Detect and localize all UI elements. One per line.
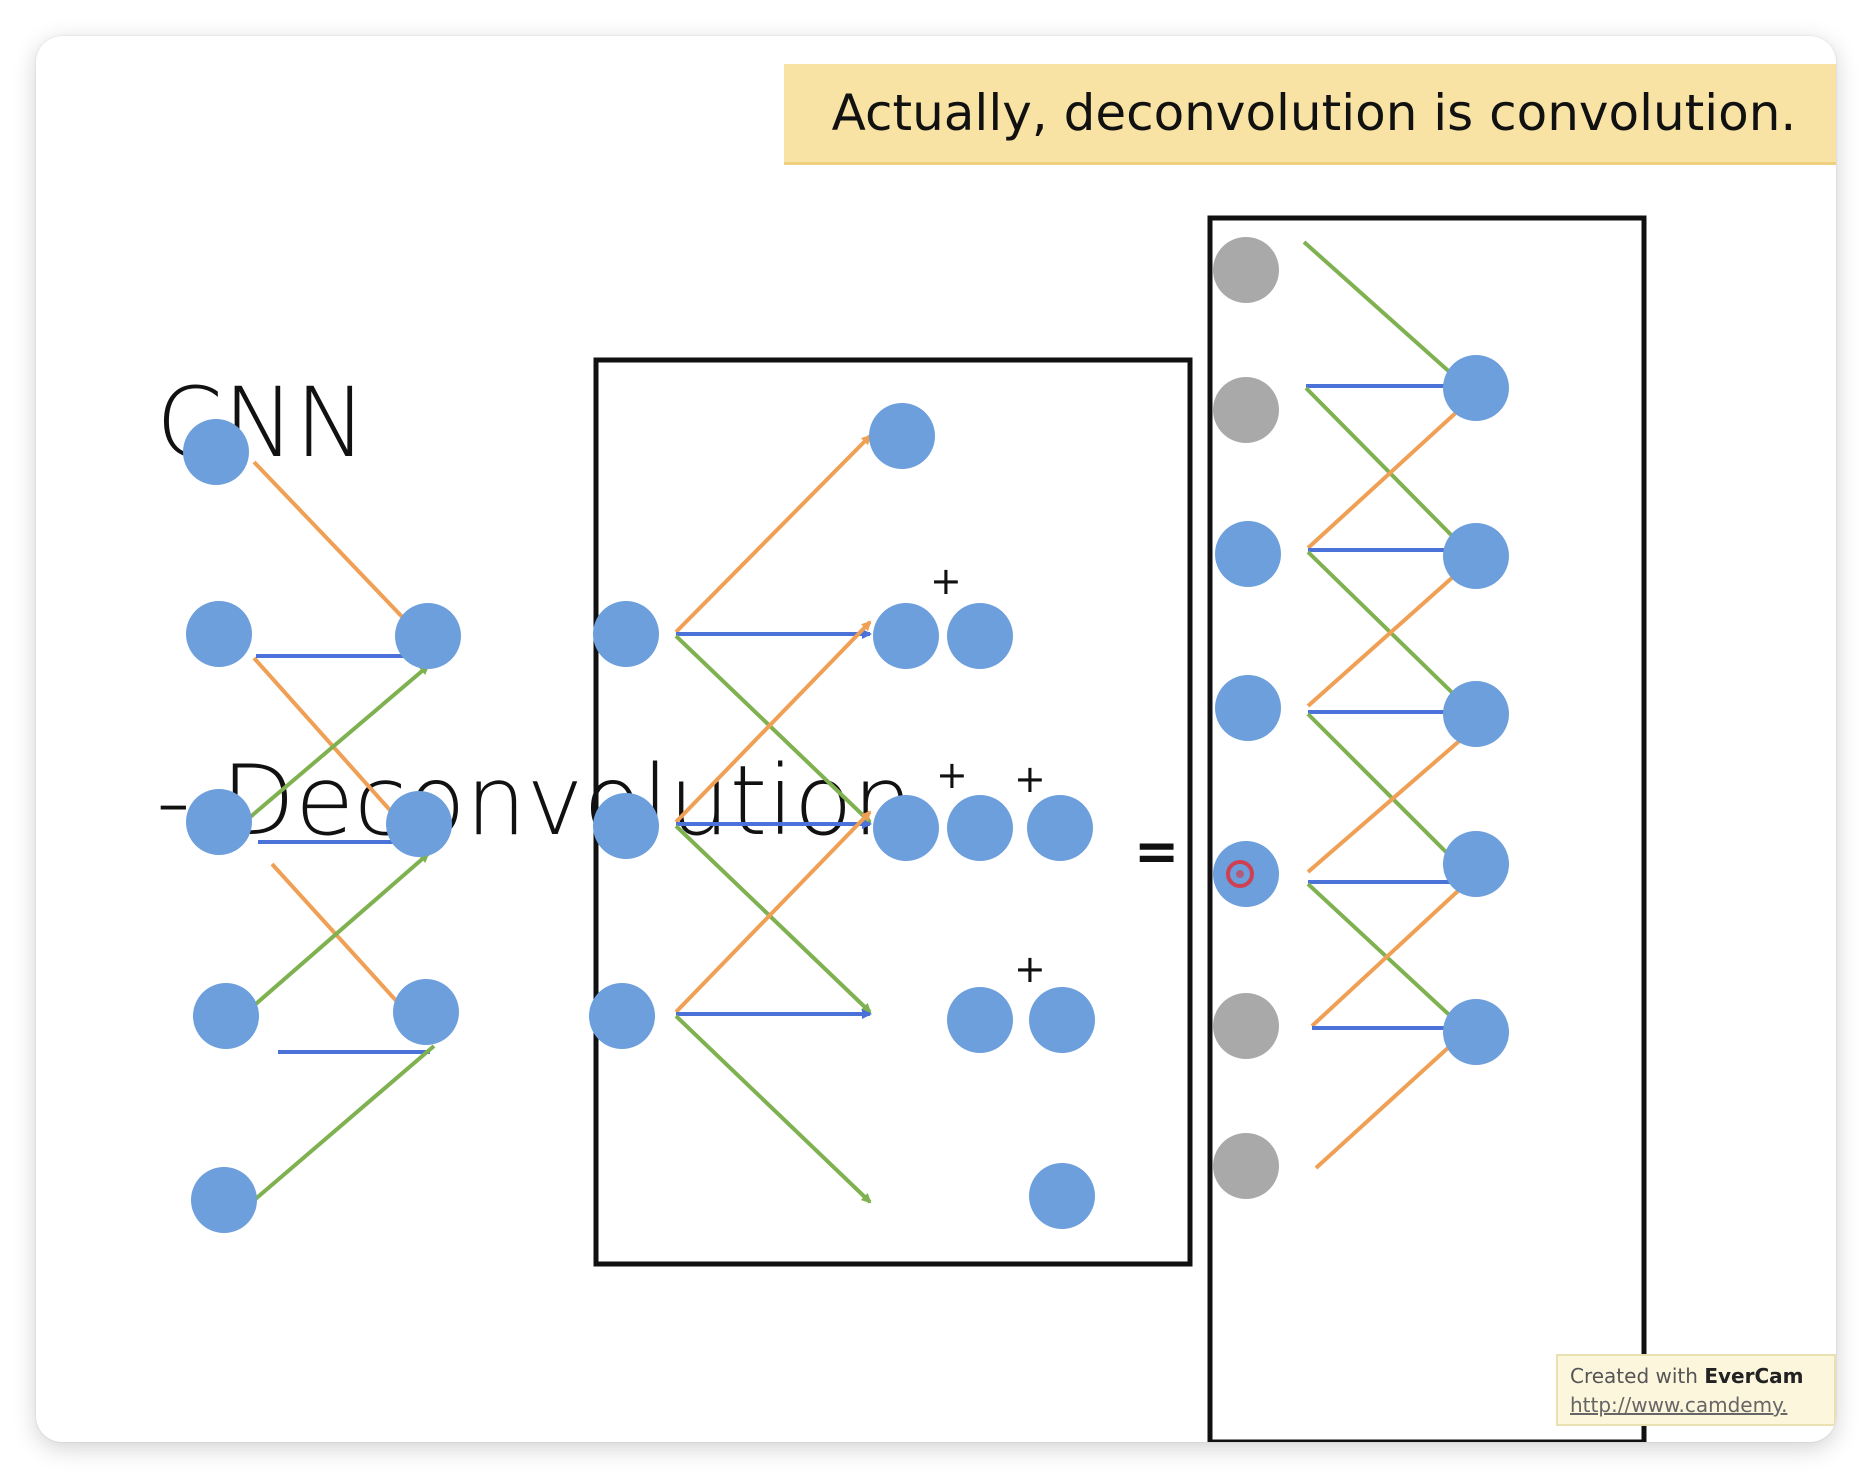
input-node — [593, 793, 659, 859]
green-arrow — [240, 664, 430, 826]
watermark-url[interactable]: http://www.camdemy. — [1570, 1393, 1788, 1417]
green-arrow — [1306, 712, 1474, 880]
input-node — [593, 601, 659, 667]
green-arrow — [674, 824, 872, 1014]
orange-arrow — [1306, 396, 1474, 550]
output-node — [947, 987, 1013, 1053]
output-node — [1443, 999, 1509, 1065]
middle-deconvolution-nodes — [589, 403, 1095, 1229]
slide: CNN - Deconvolution Actually, deconvolut… — [36, 36, 1836, 1442]
orange-arrow — [674, 810, 872, 1014]
input-node — [1215, 675, 1281, 741]
green-arrow — [250, 1044, 436, 1204]
padded-convolution-box — [1207, 215, 1647, 1442]
green-arrow — [1306, 882, 1474, 1038]
output-node — [947, 795, 1013, 861]
output-node — [869, 403, 935, 469]
cursor-indicator-icon — [1226, 860, 1254, 888]
output-node — [393, 979, 459, 1045]
orange-arrow — [1314, 1024, 1474, 1170]
orange-arrow — [1306, 728, 1474, 874]
slide-title: CNN - Deconvolution — [156, 108, 913, 1116]
green-arrow — [1302, 240, 1474, 394]
output-node — [395, 603, 461, 669]
orange-arrow — [1310, 876, 1474, 1028]
output-node — [1027, 795, 1093, 861]
watermark-brand: EverCam — [1704, 1364, 1804, 1388]
right-convolution-arrows — [1302, 240, 1474, 1170]
watermark-prefix: Created with — [1570, 1364, 1698, 1388]
evercam-watermark[interactable]: Created with EverCam http://www.camdemy. — [1556, 1354, 1836, 1426]
title-line-2: - Deconvolution — [156, 745, 914, 857]
input-node — [183, 419, 249, 485]
input-node — [1215, 521, 1281, 587]
padding-node — [1213, 1133, 1279, 1199]
green-arrow — [674, 634, 872, 824]
input-node — [1213, 841, 1279, 907]
plus-sign: + — [936, 753, 968, 797]
deconvolution-box — [593, 357, 1193, 1267]
output-node — [1443, 355, 1509, 421]
plus-sign: + — [1014, 757, 1046, 801]
output-node — [386, 791, 452, 857]
green-arrow — [674, 1014, 872, 1204]
equals-sign: = — [1134, 820, 1179, 883]
green-arrow — [240, 852, 430, 1018]
padding-node — [1213, 377, 1279, 443]
deconvolution-diagram: + + + + = — [183, 215, 1647, 1442]
output-node — [1029, 1163, 1095, 1229]
left-convolution-nodes — [183, 419, 461, 1233]
output-node — [1443, 831, 1509, 897]
plus-sign: + — [930, 559, 962, 603]
output-node — [947, 603, 1013, 669]
padding-node — [1213, 237, 1279, 303]
input-node — [589, 983, 655, 1049]
annotation-note: Actually, deconvolution is convolution. — [784, 64, 1836, 165]
output-node — [873, 603, 939, 669]
orange-arrow — [1306, 558, 1474, 708]
input-node — [186, 601, 252, 667]
green-arrow — [1304, 386, 1470, 554]
input-node — [191, 1167, 257, 1233]
orange-arrow — [252, 460, 432, 648]
orange-arrow — [674, 620, 872, 824]
input-node — [193, 983, 259, 1049]
output-node — [1029, 987, 1095, 1053]
output-node — [873, 795, 939, 861]
plus-sign: + — [1014, 947, 1046, 991]
plus-signs: + + + + — [930, 559, 1046, 991]
padding-node — [1213, 993, 1279, 1059]
output-node — [1443, 523, 1509, 589]
middle-deconvolution-arrows — [674, 434, 872, 1204]
input-node — [186, 789, 252, 855]
orange-arrow — [674, 434, 872, 634]
right-convolution-nodes — [1213, 237, 1509, 1199]
output-node — [1443, 681, 1509, 747]
